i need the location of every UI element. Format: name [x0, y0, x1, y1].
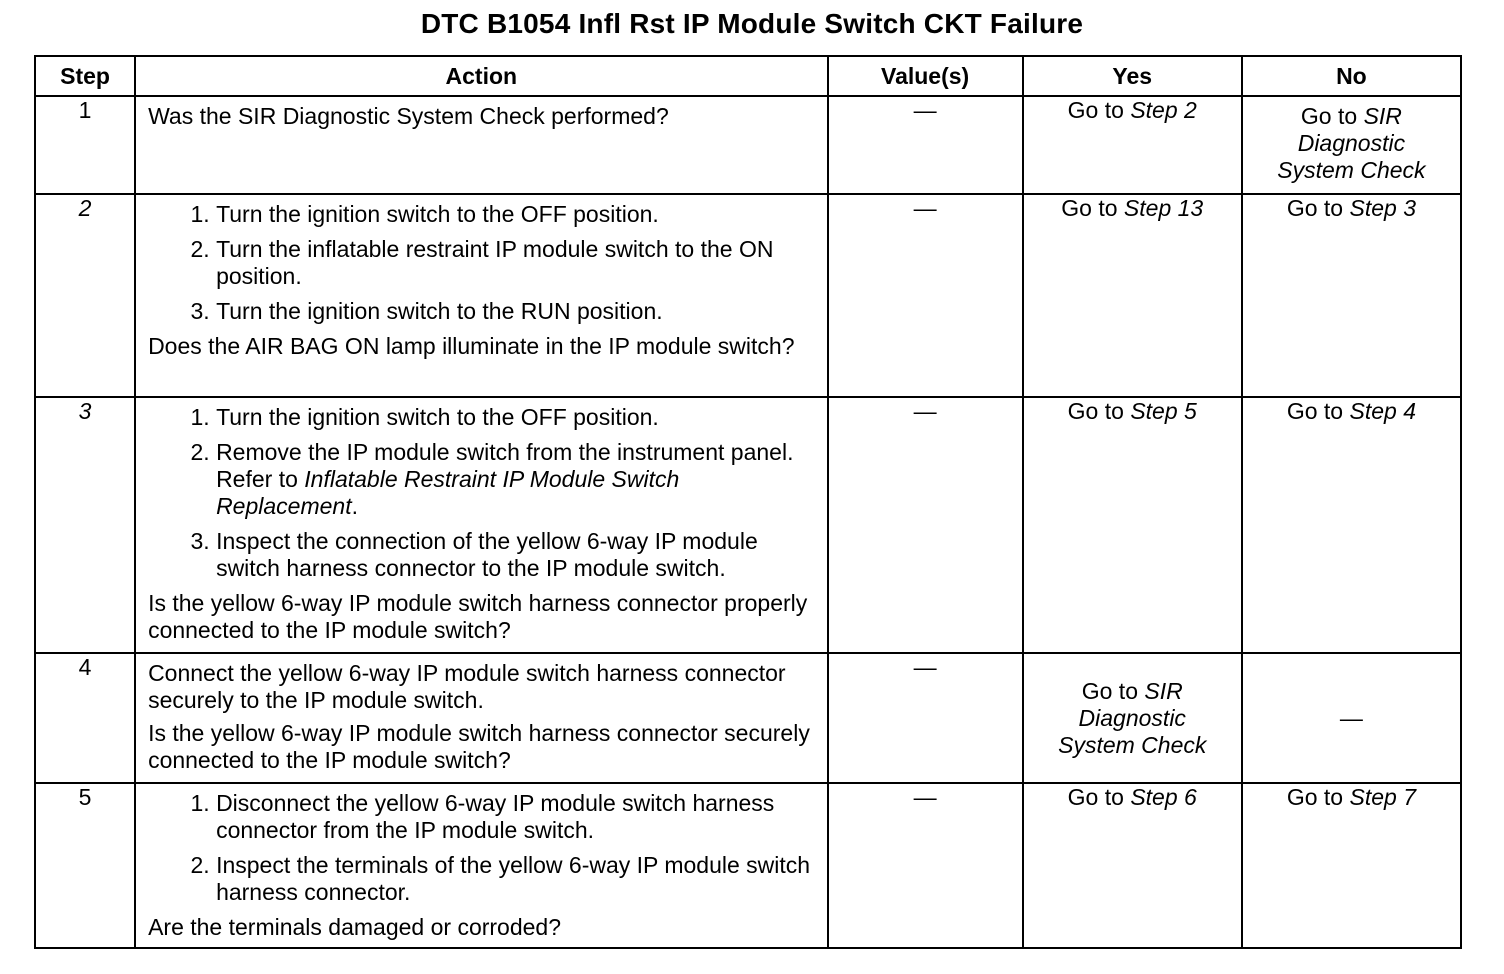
action-step-text: Remove the IP module switch from the ins… — [216, 439, 794, 492]
table-row: 5 Disconnect the yellow 6-way IP module … — [33, 782, 1463, 949]
action-question: Is the yellow 6-way IP module switch har… — [148, 590, 808, 643]
action-cell: Turn the ignition switch to the OFF posi… — [134, 193, 829, 398]
action-question: Is the yellow 6-way IP module switch har… — [148, 720, 810, 773]
action-step-item: Turn the ignition switch to the OFF posi… — [216, 201, 816, 228]
no-target-link[interactable]: Step 4 — [1349, 398, 1416, 424]
no-prefix: Go to — [1286, 784, 1350, 810]
page-title: DTC B1054 Infl Rst IP Module Switch CKT … — [420, 8, 1084, 39]
no-prefix: Go to — [1286, 398, 1350, 424]
step-number: 5 — [33, 782, 137, 949]
yes-target-link[interactable]: Step 13 — [1123, 195, 1204, 221]
step-number: 3 — [33, 396, 137, 654]
value-cell: — — [826, 782, 1024, 949]
yes-target-link[interactable]: SIR Diagnostic System Check — [1058, 677, 1207, 758]
action-steps-list: Turn the ignition switch to the OFF posi… — [148, 201, 816, 325]
yes-cell: Go to Step 13 — [1021, 193, 1243, 398]
yes-target-link[interactable]: Step 2 — [1130, 97, 1197, 123]
action-steps-list: Turn the ignition switch to the OFF posi… — [148, 404, 816, 582]
action-cell: Turn the ignition switch to the OFF posi… — [134, 396, 829, 654]
no-prefix: Go to — [1286, 195, 1350, 221]
no-cell: Go to Step 3 — [1240, 193, 1463, 398]
table-header-row: Step Action Value(s) Yes No — [33, 55, 1463, 97]
header-yes: Yes — [1021, 55, 1243, 97]
yes-cell: Go to Step 2 — [1021, 95, 1243, 195]
yes-cell: Go to Step 6 — [1021, 782, 1243, 949]
table-row: 2 Turn the ignition switch to the OFF po… — [33, 193, 1463, 398]
yes-cell: Go to SIR Diagnostic System Check — [1021, 652, 1243, 784]
yes-prefix: Go to — [1067, 97, 1131, 123]
action-steps-list: Disconnect the yellow 6-way IP module sw… — [148, 790, 816, 906]
yes-prefix: Go to — [1067, 784, 1131, 810]
yes-prefix: Go to — [1081, 677, 1145, 704]
reference-link[interactable]: Inflatable Restraint IP Module Switch Re… — [216, 466, 680, 519]
yes-prefix: Go to — [1061, 195, 1124, 221]
yes-target-link[interactable]: Step 5 — [1130, 398, 1197, 424]
table-row: 1 Was the SIR Diagnostic System Check pe… — [33, 95, 1463, 195]
header-values: Value(s) — [826, 55, 1024, 97]
value-cell: — — [826, 652, 1024, 784]
action-step-item: Remove the IP module switch from the ins… — [216, 439, 816, 520]
value-cell: — — [826, 396, 1024, 654]
yes-prefix: Go to — [1067, 398, 1131, 424]
step-number: 4 — [33, 652, 137, 784]
action-cell: Connect the yellow 6-way IP module switc… — [134, 652, 829, 784]
header-action: Action — [134, 55, 829, 97]
no-prefix: Go to — [1300, 103, 1364, 129]
header-step: Step — [33, 55, 137, 97]
no-target-link[interactable]: Step 3 — [1349, 195, 1416, 221]
action-question: Was the SIR Diagnostic System Check perf… — [148, 103, 669, 129]
yes-cell: Go to Step 5 — [1021, 396, 1243, 654]
action-step-item: Turn the ignition switch to the OFF posi… — [216, 404, 816, 431]
yes-target-link[interactable]: Step 6 — [1130, 784, 1197, 810]
header-no: No — [1240, 55, 1463, 97]
action-step-item: Inspect the terminals of the yellow 6-wa… — [216, 852, 816, 906]
no-cell: Go to Step 7 — [1240, 782, 1463, 949]
value-cell: — — [826, 193, 1024, 398]
no-cell: Go to Step 4 — [1240, 396, 1463, 654]
no-target-link[interactable]: SIR Diagnostic System Check — [1277, 103, 1426, 183]
action-question: Does the AIR BAG ON lamp illuminate in t… — [148, 333, 795, 359]
diagnostic-table: Step Action Value(s) Yes No 1 Was the SI… — [33, 55, 1463, 949]
action-question: Are the terminals damaged or corroded? — [148, 914, 562, 940]
action-step-item: Turn the ignition switch to the RUN posi… — [216, 298, 816, 325]
no-target-link[interactable]: Step 7 — [1349, 784, 1416, 810]
no-cell: — — [1240, 652, 1463, 784]
action-step-item: Turn the inflatable restraint IP module … — [216, 236, 816, 290]
table-row: 4 Connect the yellow 6-way IP module swi… — [33, 652, 1463, 784]
action-step-item: Disconnect the yellow 6-way IP module sw… — [216, 790, 816, 844]
action-step-item: Inspect the connection of the yellow 6-w… — [216, 528, 816, 582]
action-statement: Connect the yellow 6-way IP module switc… — [148, 660, 786, 713]
action-cell: Was the SIR Diagnostic System Check perf… — [134, 95, 829, 195]
step-number: 2 — [33, 193, 137, 398]
table-row: 3 Turn the ignition switch to the OFF po… — [33, 396, 1463, 654]
no-cell: Go to SIR Diagnostic System Check — [1240, 95, 1463, 195]
value-cell: — — [826, 95, 1024, 195]
action-cell: Disconnect the yellow 6-way IP module sw… — [134, 782, 829, 949]
step-number: 1 — [33, 95, 137, 195]
action-step-suffix: . — [351, 493, 358, 519]
